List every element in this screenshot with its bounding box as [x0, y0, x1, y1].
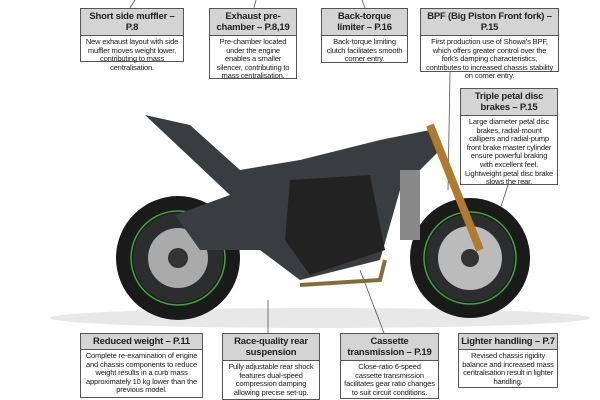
frame-and-engine	[145, 115, 484, 287]
callout-reduced-weight: Reduced weight – P.11 Complete re-examin…	[80, 333, 203, 398]
callout-lighter-handling: Lighter handling – P.7 Revised chassis r…	[458, 333, 558, 388]
callout-body: New exhaust layout with side muffler mov…	[85, 37, 179, 72]
callout-title: Triple petal disc brakes – P.15	[461, 89, 557, 116]
callout-body: Fully adjustable rear shock features dua…	[228, 362, 314, 397]
callout-title: Lighter handling – P.7	[459, 334, 557, 350]
callout-bpf: BPF (Big Piston Front fork) – P.15 First…	[420, 8, 559, 80]
callout-body: Revised chassis rigidity balance and inc…	[462, 351, 554, 386]
callout-title: Exhaust pre-chamber – P.8,19	[210, 9, 296, 36]
callout-body: Complete re-examination of engine and ch…	[85, 351, 198, 395]
callout-triple-petal-disc-brakes: Triple petal disc brakes – P.15 Large di…	[460, 88, 558, 186]
callout-title: Short side muffler – P.8	[81, 9, 183, 36]
callout-body: Large diameter petal disc brakes, radial…	[464, 117, 554, 187]
callout-title: Reduced weight – P.11	[81, 334, 202, 350]
callout-short-side-muffler: Short side muffler – P.8 New exhaust lay…	[80, 8, 184, 72]
ground-shadow	[50, 308, 590, 328]
callout-body: Back-torque limiting clutch facilitates …	[326, 37, 403, 64]
callout-cassette-transmission: Cassette transmission – P.19 Close-ratio…	[340, 333, 439, 399]
callout-title: Cassette transmission – P.19	[341, 334, 438, 361]
callout-body: Pre-chamber located under the engine ena…	[216, 37, 290, 81]
callout-title: BPF (Big Piston Front fork) – P.15	[421, 9, 558, 36]
callout-exhaust-pre-chamber: Exhaust pre-chamber – P.8,19 Pre-chamber…	[209, 8, 297, 80]
callout-rear-suspension: Race-quality rear suspension Fully adjus…	[222, 333, 320, 400]
front-wheel	[410, 198, 530, 318]
callout-body: First production use of Showa's BPF, whi…	[425, 37, 554, 81]
callout-back-torque-limiter: Back-torque limiter – P.16 Back-torque l…	[321, 8, 408, 63]
callout-title: Race-quality rear suspension	[223, 334, 319, 361]
callout-body: Close-ratio 6-speed cassette transmissio…	[344, 362, 435, 397]
callout-title: Back-torque limiter – P.16	[322, 9, 407, 36]
